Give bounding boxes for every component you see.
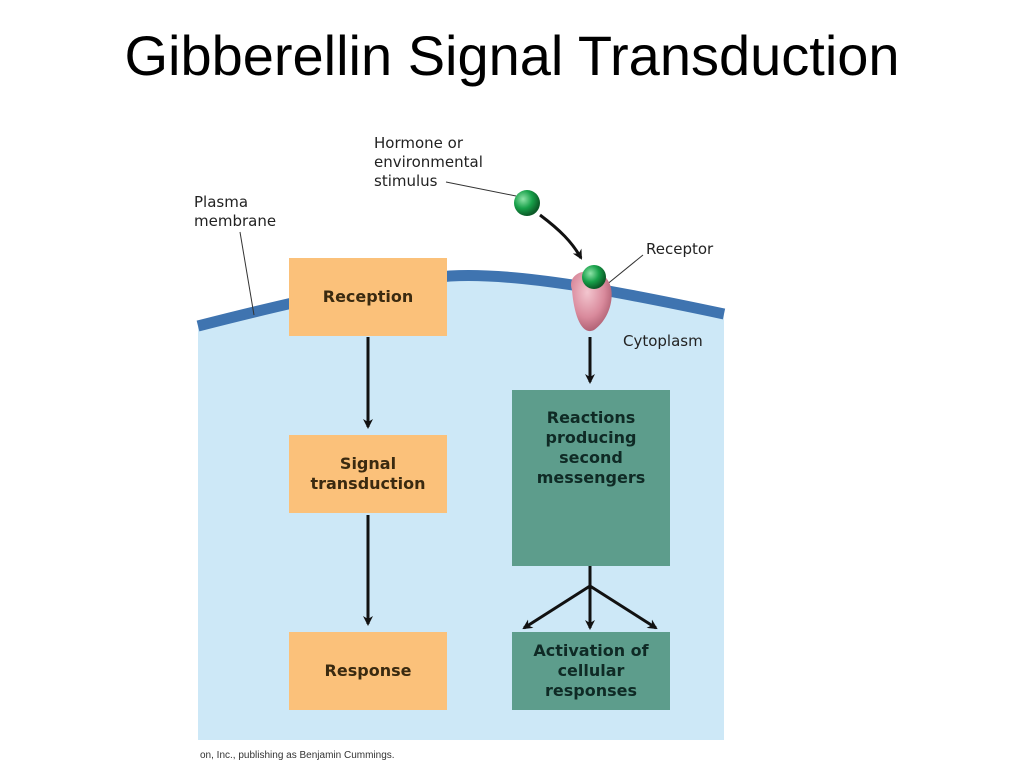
reception-box: Reception: [289, 258, 447, 336]
hormone-to-receptor-arrow: [539, 213, 583, 260]
hormone-label: Hormone or environmental stimulus: [374, 134, 483, 190]
hormone-pointer: [445, 181, 517, 197]
signal-transduction-box: Signal transduction: [289, 435, 447, 513]
plasma-membrane-label: Plasma membrane: [194, 193, 277, 230]
receptor-bound-hormone: [582, 265, 606, 289]
plasma-membrane: [196, 270, 726, 332]
response-box: Response: [289, 632, 447, 710]
arrow-branch-left: [522, 584, 591, 630]
slide-title: Gibberellin Signal Transduction: [124, 24, 900, 87]
response-label: Response: [324, 661, 412, 680]
arrow-branch-right: [589, 584, 658, 630]
reception-label: Reception: [322, 287, 414, 306]
receptor-label: Receptor: [646, 240, 714, 258]
copyright-credit: on, Inc., publishing as Benjamin Cumming…: [200, 750, 395, 761]
cytoplasm-label: Cytoplasm: [623, 332, 703, 350]
activation-box: Activation of cellular responses: [512, 632, 670, 710]
plasma-membrane-pointer: [239, 231, 255, 316]
signal-transduction-label: Signal transduction: [310, 454, 426, 493]
second-messengers-box: Reactions producing second messengers: [512, 390, 670, 566]
hormone-sphere: [514, 190, 540, 216]
activation-label: Activation of cellular responses: [533, 641, 649, 700]
second-messengers-label: Reactions producing second messengers: [536, 408, 646, 487]
